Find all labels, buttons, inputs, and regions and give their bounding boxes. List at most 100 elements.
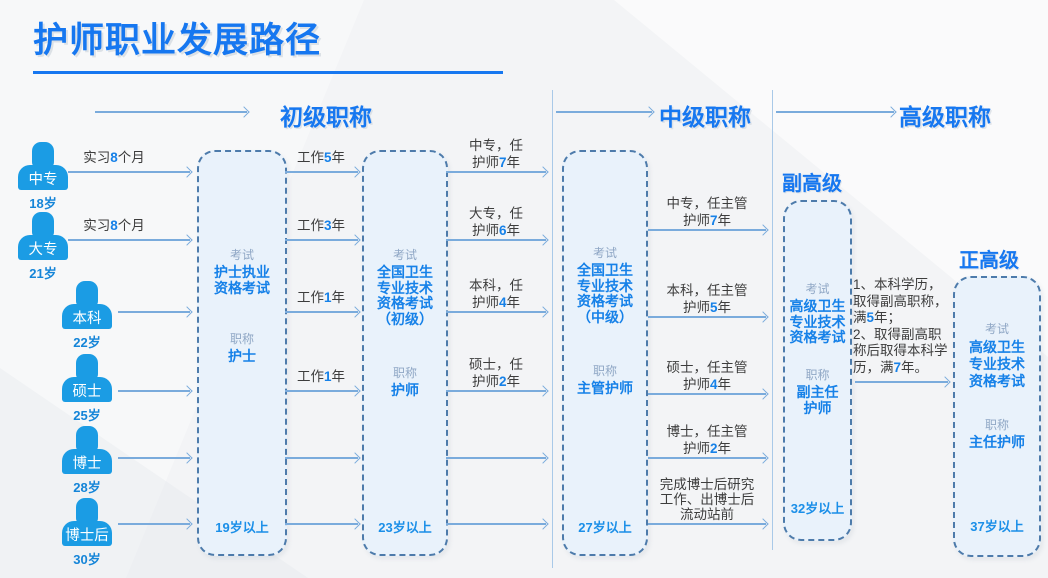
person-label: 博士 bbox=[72, 456, 102, 472]
rank-group: 职称 主管护师 bbox=[564, 362, 646, 397]
label-text: 工作 bbox=[296, 290, 324, 305]
stage-age: 37岁以上 bbox=[970, 519, 1024, 534]
person-age: 28岁 bbox=[73, 480, 101, 495]
person-shoulders bbox=[62, 521, 112, 546]
label-text: 年 bbox=[506, 155, 521, 170]
person-label: 中专 bbox=[28, 172, 58, 188]
flow-arrow bbox=[118, 523, 190, 525]
flow-arrow bbox=[285, 457, 358, 459]
exam-name-line: （中级） bbox=[577, 308, 633, 325]
arrow-label: 完成博士后研究 工作、出博士后 流动站前 bbox=[644, 477, 770, 522]
label-number: 2 bbox=[709, 441, 718, 456]
label-text: 个月 bbox=[117, 150, 145, 165]
person-age: 22岁 bbox=[73, 335, 101, 350]
person-icon: 博士后 bbox=[62, 498, 112, 546]
label-number: 7 bbox=[893, 359, 902, 375]
flow-arrow bbox=[285, 523, 358, 525]
person-icon: 硕士 bbox=[62, 354, 112, 402]
label-text: 护师6年 bbox=[444, 222, 548, 239]
rank-group: 职称 主任护师 bbox=[955, 416, 1039, 451]
label-number: 8 bbox=[110, 150, 118, 165]
label-number: 2 bbox=[498, 374, 507, 389]
label-text: 年 bbox=[506, 295, 521, 310]
label-number: 4 bbox=[709, 377, 718, 392]
label-text: 年。 bbox=[901, 359, 929, 375]
arrow-label: 硕士，任主管 护师4年 bbox=[644, 359, 770, 393]
stage-age: 23岁以上 bbox=[378, 520, 432, 535]
rank-label: 职称 bbox=[984, 418, 1009, 432]
label-text: 年 bbox=[717, 300, 732, 315]
label-number: 6 bbox=[498, 223, 507, 238]
header-arrow bbox=[95, 111, 247, 113]
person-age: 30岁 bbox=[73, 552, 101, 567]
exam-name-line: 专业技术 bbox=[789, 313, 846, 330]
condition-line: 1、本科学历， bbox=[853, 277, 942, 292]
label-text: 个月 bbox=[117, 218, 145, 233]
person-shoulders bbox=[62, 304, 112, 329]
rank-group: 职称 护士 bbox=[199, 330, 285, 365]
label-text: 年 bbox=[506, 374, 521, 389]
header-intermediate: 中级职称 bbox=[659, 104, 751, 130]
exam-name: 高级卫生 专业技术 资格考试 bbox=[955, 339, 1039, 390]
label-text: 大专，任 bbox=[469, 206, 523, 221]
exam-group: 考试 护士执业 资格考试 bbox=[199, 246, 285, 296]
stage-box-full-senior: 考试 高级卫生 专业技术 资格考试 职称 主任护师 37岁以上 bbox=[953, 276, 1041, 557]
exam-name: 护士执业 资格考试 bbox=[199, 264, 285, 296]
label-text: 本科，任 bbox=[469, 278, 523, 293]
condition-line: 历，满7年。 bbox=[853, 360, 955, 377]
rank-name: 主管护师 bbox=[577, 380, 633, 396]
person-icon: 中专 bbox=[18, 142, 68, 190]
exam-name: 全国卫生 专业技术 资格考试 （中级） bbox=[564, 262, 646, 325]
flow-arrow bbox=[855, 381, 948, 383]
exam-name-line: （初级） bbox=[377, 310, 433, 327]
label-text: 硕士，任 bbox=[469, 357, 523, 372]
person-icon: 大专 bbox=[18, 212, 68, 260]
label-text: 工作 bbox=[296, 150, 324, 165]
label-text: 年 bbox=[717, 213, 732, 228]
stage-box-license: 考试 护士执业 资格考试 职称 护士 19岁以上 bbox=[197, 150, 287, 556]
header-arrow bbox=[556, 111, 652, 113]
label-text: 护师 bbox=[471, 155, 499, 170]
arrow-label: 中专，任 护师7年 bbox=[444, 137, 548, 171]
rank-label: 职称 bbox=[592, 364, 617, 378]
flow-arrow bbox=[446, 523, 546, 525]
flow-arrow bbox=[285, 311, 358, 313]
person-label: 硕士 bbox=[72, 384, 102, 400]
label-text: 硕士，任主管 bbox=[666, 360, 748, 375]
stage-box-intermediate: 考试 全国卫生 专业技术 资格考试 （中级） 职称 主管护师 27岁以上 bbox=[562, 150, 648, 556]
flow-arrow bbox=[285, 239, 358, 241]
person-secondary-school: 中专 18岁 bbox=[18, 142, 68, 212]
arrow-label: 工作5年 bbox=[283, 149, 359, 166]
flow-arrow bbox=[648, 457, 766, 459]
label-text: 博士，任主管 bbox=[666, 424, 748, 439]
person-college: 大专 21岁 bbox=[18, 212, 68, 282]
person-age: 25岁 bbox=[73, 408, 101, 423]
flow-arrow bbox=[285, 171, 358, 173]
label-text: 护师 bbox=[471, 295, 499, 310]
stage-box-junior: 考试 全国卫生 专业技术 资格考试 （初级） 职称 护师 23岁以上 bbox=[362, 150, 448, 556]
person-head bbox=[32, 142, 54, 169]
exam-name-line: 专业技术 bbox=[577, 277, 633, 294]
label-number: 1 bbox=[323, 369, 332, 384]
label-text: 工作1年 bbox=[283, 289, 359, 306]
label-text: 工作 bbox=[296, 369, 324, 384]
arrow-label: 大专，任 护师6年 bbox=[444, 205, 548, 239]
label-text: 护师5年 bbox=[644, 299, 770, 316]
exam-name-line: 资格考试 bbox=[577, 293, 633, 309]
arrow-label: 工作1年 bbox=[283, 368, 359, 385]
condition-line: 称后取得本科学 bbox=[853, 343, 948, 358]
header-arrow bbox=[776, 111, 894, 113]
label-text: 工作、出博士后 bbox=[659, 492, 755, 507]
arrow-label: 实习8个月 bbox=[64, 217, 164, 234]
rank-name: 护士 bbox=[228, 348, 256, 364]
section-divider bbox=[552, 90, 553, 568]
person-head bbox=[76, 426, 98, 453]
person-master: 硕士 25岁 bbox=[62, 354, 112, 424]
arrow-label: 博士，任主管 护师2年 bbox=[644, 423, 770, 457]
label-text: 护师 bbox=[682, 213, 710, 228]
exam-name-line: 资格考试 bbox=[789, 329, 846, 345]
label-text: 年 bbox=[717, 441, 732, 456]
header-junior: 初级职称 bbox=[280, 104, 372, 130]
arrow-label: 实习8个月 bbox=[64, 149, 164, 166]
stage-box-deputy-senior: 考试 高级卫生 专业技术 资格考试 职称 副主任 护师 32岁以上 bbox=[783, 200, 852, 541]
